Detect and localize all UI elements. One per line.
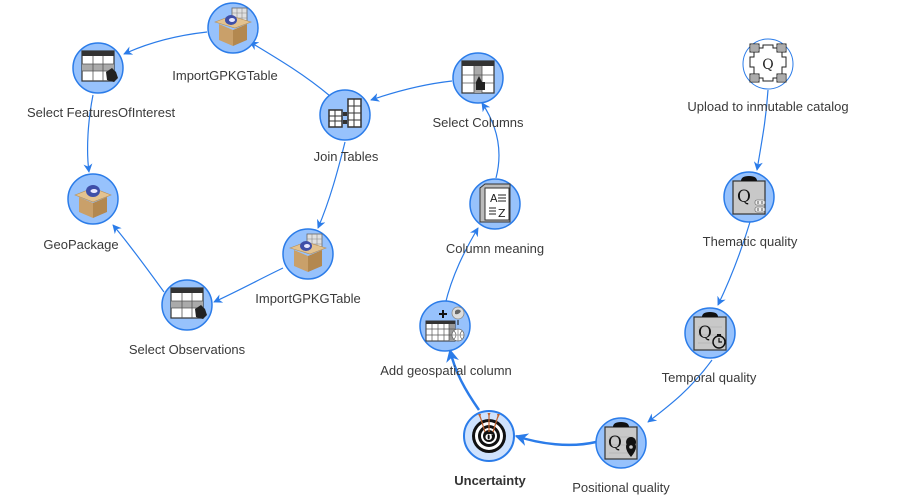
- edge-foi-to-geopackage[interactable]: [83, 94, 94, 173]
- label-thematic-quality: Thematic quality: [703, 234, 798, 249]
- edge-join-to-import-top[interactable]: [249, 41, 331, 97]
- label-positional-quality: Positional quality: [572, 480, 670, 495]
- svg-text:σ: σ: [485, 430, 493, 443]
- svg-text:A: A: [490, 192, 498, 205]
- node-positional-quality[interactable]: Q: [595, 417, 647, 469]
- catalog-network-icon: Q: [749, 43, 787, 83]
- edge-join-to-import-bottom[interactable]: [317, 141, 346, 229]
- node-geopackage[interactable]: [67, 173, 119, 225]
- label-upload-catalog: Upload to inmutable catalog: [687, 99, 848, 114]
- node-import-gpkg-top[interactable]: [207, 2, 259, 54]
- edge-import-top-to-foi[interactable]: [123, 31, 208, 55]
- node-temporal-quality[interactable]: Q: [684, 307, 736, 359]
- svg-text:Q: Q: [698, 323, 712, 343]
- edges-layer: [83, 31, 769, 447]
- positional-quality-icon: Q: [604, 422, 638, 460]
- geopackage-table-icon: [214, 7, 252, 46]
- node-column-meaning[interactable]: A Z: [469, 178, 521, 230]
- node-uncertainty[interactable]: σ: [463, 410, 515, 462]
- node-join-tables[interactable]: [319, 89, 371, 141]
- edge-temporal-to-positional[interactable]: [647, 359, 713, 423]
- label-import-gpkg-bottom: ImportGPKGTable: [255, 291, 361, 306]
- svg-text:Q: Q: [762, 57, 773, 73]
- geopackage-icon: [74, 185, 112, 218]
- node-add-geospatial-column[interactable]: [419, 300, 471, 352]
- geopackage-table-icon: [289, 233, 327, 272]
- thematic-quality-icon: Q: [732, 176, 766, 215]
- nodes-layer: ImportGPKGTable Select FeaturesOfInteres…: [27, 2, 849, 495]
- svg-text:Z: Z: [498, 207, 506, 220]
- svg-text:Q: Q: [737, 187, 751, 207]
- label-temporal-quality: Temporal quality: [662, 370, 757, 385]
- table-select-icon: [170, 287, 207, 319]
- node-select-columns[interactable]: [452, 52, 504, 104]
- edge-thematic-to-temporal[interactable]: [717, 221, 751, 306]
- node-select-observations[interactable]: [161, 279, 213, 331]
- label-column-meaning: Column meaning: [446, 241, 544, 256]
- uncertainty-target-icon: σ: [472, 413, 506, 453]
- temporal-quality-icon: Q: [693, 312, 727, 351]
- edge-observations-to-geopackage[interactable]: [112, 224, 165, 293]
- add-geo-column-icon: [425, 306, 465, 342]
- edge-geocolumn-to-columnmeaning[interactable]: [444, 227, 479, 306]
- svg-text:Q: Q: [608, 433, 622, 453]
- table-select-icon: [81, 50, 118, 82]
- edge-positional-to-uncertainty[interactable]: [514, 433, 597, 447]
- node-import-gpkg-bottom[interactable]: [282, 228, 334, 280]
- label-select-foi: Select FeaturesOfInterest: [27, 105, 176, 120]
- label-join-tables: Join Tables: [314, 149, 379, 164]
- dictionary-icon: A Z: [479, 183, 511, 223]
- node-upload-catalog[interactable]: Q: [742, 38, 794, 90]
- label-uncertainty: Uncertainty: [454, 473, 526, 488]
- label-select-observations: Select Observations: [129, 342, 246, 357]
- edge-uncertainty-to-geocolumn[interactable]: [446, 348, 481, 411]
- edge-import-bottom-to-observations[interactable]: [213, 267, 284, 303]
- label-add-geospatial-column: Add geospatial column: [380, 363, 512, 378]
- node-thematic-quality[interactable]: Q: [723, 171, 775, 223]
- label-import-gpkg-top: ImportGPKGTable: [172, 68, 278, 83]
- edge-columnmeaning-to-selectcolumns[interactable]: [481, 102, 500, 179]
- column-select-icon: [461, 60, 495, 94]
- label-select-columns: Select Columns: [432, 115, 524, 130]
- node-select-foi[interactable]: [72, 42, 124, 94]
- join-tables-icon: [328, 98, 362, 128]
- label-geopackage: GeoPackage: [43, 237, 118, 252]
- edge-selectcolumns-to-join[interactable]: [370, 80, 453, 102]
- edge-upload-to-thematic[interactable]: [753, 89, 769, 171]
